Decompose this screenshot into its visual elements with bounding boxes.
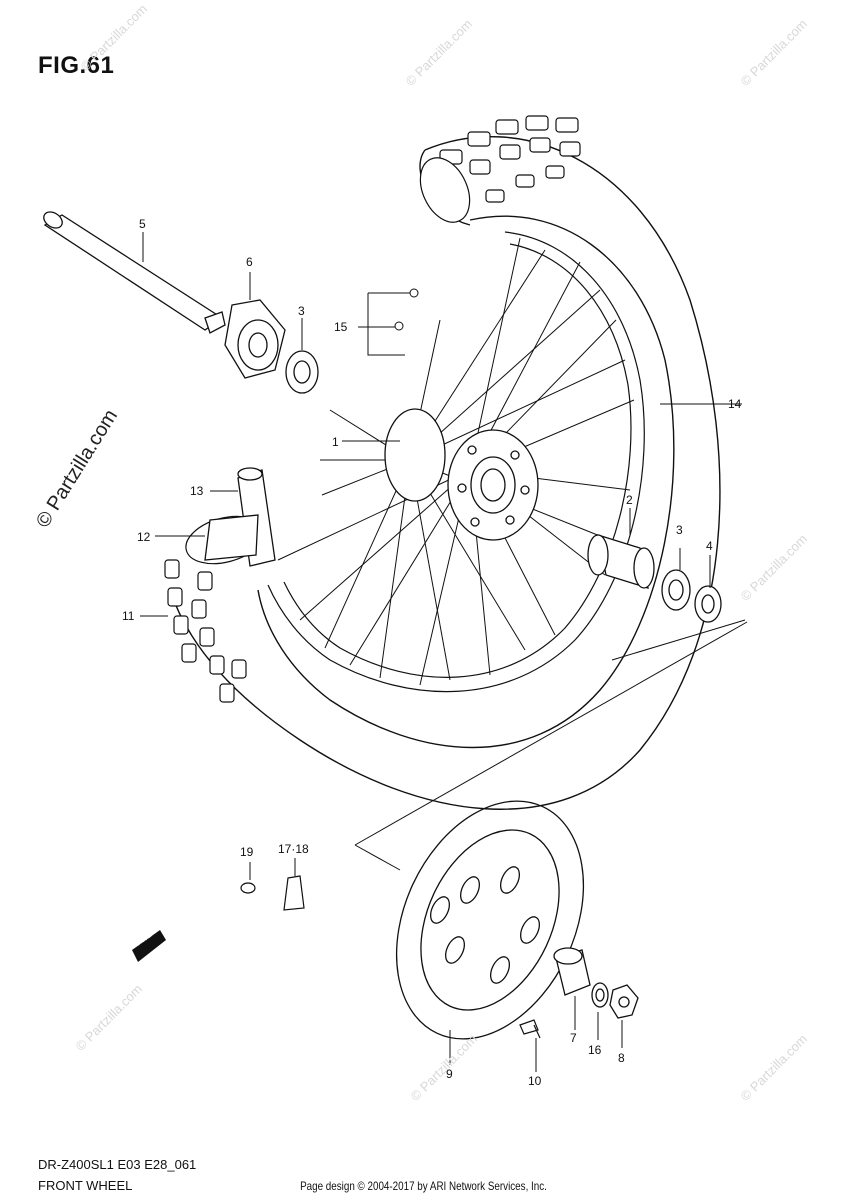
callout-11: 11 (122, 609, 135, 623)
axle (43, 211, 226, 334)
model-code: DR-Z400SL1 E03 E28_061 (38, 1157, 197, 1172)
valve-cap (240, 882, 256, 894)
speedometer-gearbox (224, 299, 286, 379)
bearing-right (661, 569, 691, 611)
washer (591, 982, 609, 1008)
figure-title: FIG.61 (38, 52, 115, 79)
leader-lines (140, 232, 748, 1072)
rim (267, 231, 645, 693)
disc-spacer (553, 947, 591, 996)
page-credit: Page design © 2004-2017 by ARI Network S… (300, 1179, 547, 1193)
callout-16: 16 (588, 1043, 602, 1057)
callout-15: 15 (334, 320, 348, 334)
callout-12: 12 (137, 530, 151, 544)
bearing-left (285, 350, 319, 394)
callout-3-left: 3 (298, 304, 305, 318)
fwd-arrow-icon (132, 930, 166, 962)
oil-seal (694, 585, 722, 623)
spoke-nipples (394, 288, 419, 331)
brake-disc (395, 800, 585, 1040)
callout-13: 13 (190, 484, 204, 498)
callout-2: 2 (626, 493, 633, 507)
disc-bolt (519, 1019, 541, 1039)
callout-6: 6 (246, 255, 253, 269)
callout-10: 10 (528, 1074, 542, 1088)
nut (609, 984, 639, 1019)
callout-17-18: 17·18 (278, 842, 309, 856)
callout-4: 4 (706, 539, 713, 553)
callout-9: 9 (446, 1067, 453, 1081)
tube-valve (204, 467, 276, 567)
callout-19: 19 (240, 845, 254, 859)
callout-5: 5 (139, 217, 146, 231)
spacer-right (587, 534, 655, 589)
tire-tread-top (419, 115, 581, 223)
callout-3-right: 3 (676, 523, 683, 537)
callout-1: 1 (332, 435, 339, 449)
callout-14: 14 (728, 397, 742, 411)
hub (384, 408, 539, 541)
callout-8: 8 (618, 1051, 625, 1065)
callout-7: 7 (570, 1031, 577, 1045)
tire-valve (283, 875, 305, 911)
section-name: FRONT WHEEL (38, 1178, 133, 1193)
